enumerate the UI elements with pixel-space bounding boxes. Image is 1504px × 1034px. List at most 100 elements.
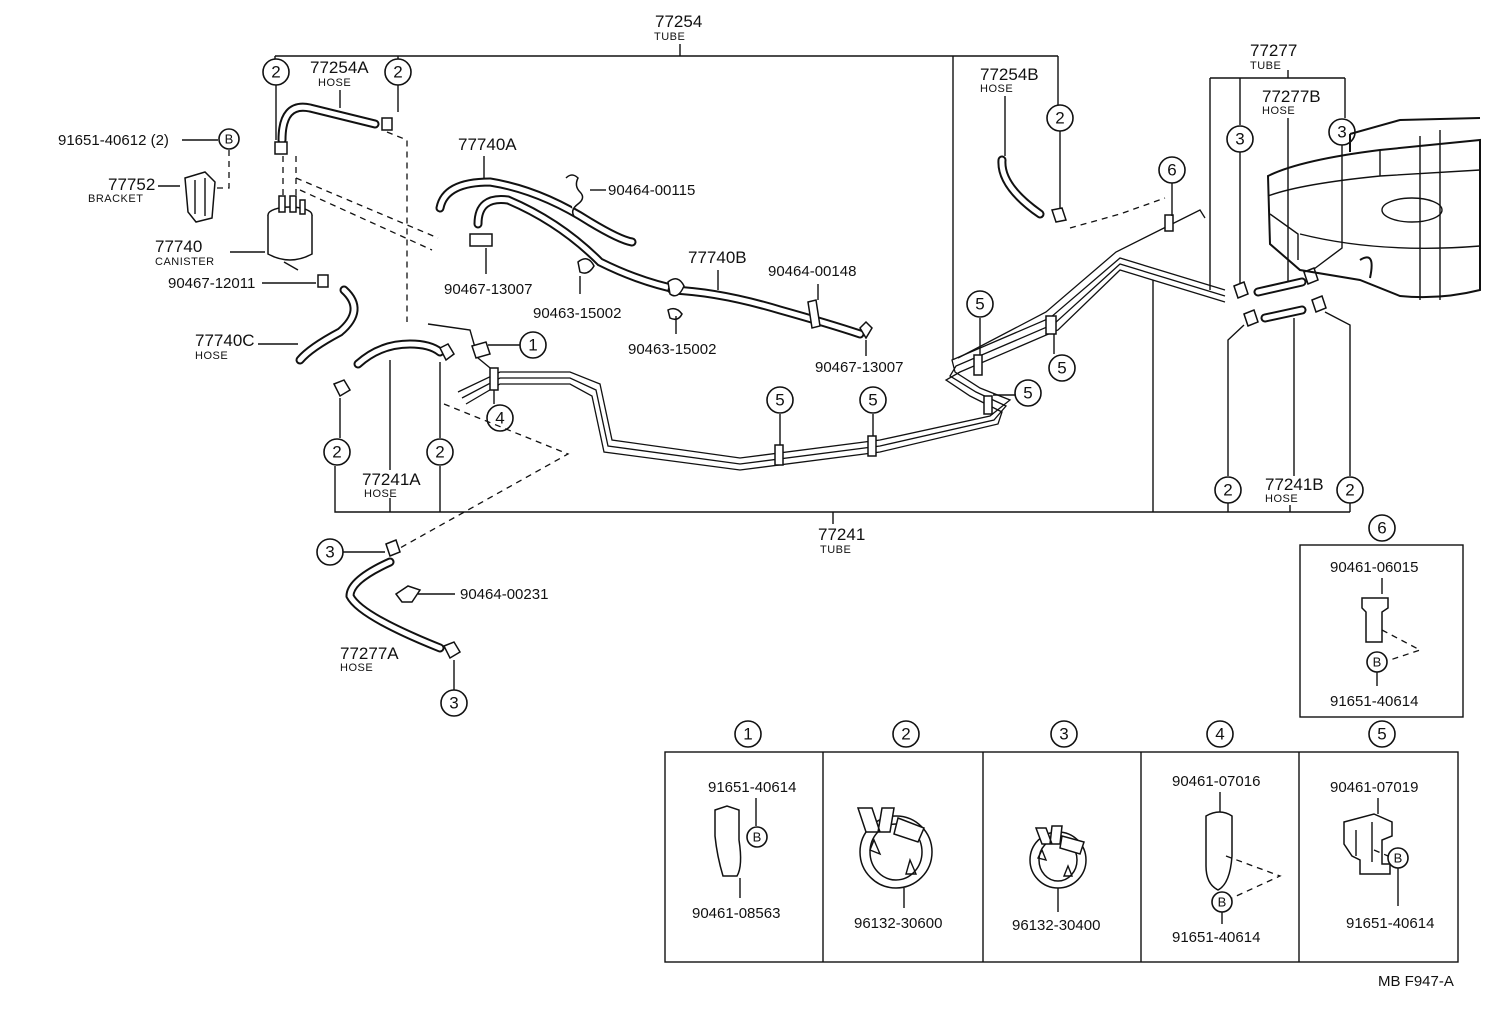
label-77740C: 77740C bbox=[195, 331, 255, 350]
detail-5-part-top: 90461-07019 bbox=[1330, 779, 1418, 796]
callout-3-text: 3 bbox=[325, 543, 334, 562]
detail-6-part-bottom: 91651-40614 bbox=[1330, 693, 1418, 710]
detail-box-6 bbox=[1299, 544, 1464, 718]
detail-6-part-top: 90461-06015 bbox=[1330, 559, 1418, 576]
callout-2 bbox=[1214, 476, 1242, 504]
detail-1-number bbox=[734, 720, 762, 748]
callout-2-text: 2 bbox=[332, 443, 341, 462]
detail-6-number-text: 6 bbox=[1377, 519, 1386, 538]
clamp-5 bbox=[774, 444, 784, 466]
label-90467-13007-a: 90467-13007 bbox=[444, 281, 532, 298]
bolt-b-text: B bbox=[225, 132, 234, 147]
detail-4-part-top: 90461-07016 bbox=[1172, 773, 1260, 790]
detail-2-number bbox=[892, 720, 920, 748]
label-77740-sub: CANISTER bbox=[155, 256, 215, 268]
label-77740C-sub: HOSE bbox=[195, 350, 228, 362]
clip-90464-00148 bbox=[807, 299, 821, 329]
label-77241-sub: TUBE bbox=[820, 544, 851, 556]
label-77241: 77241 bbox=[818, 525, 865, 544]
bolt-b-text: B bbox=[753, 830, 762, 845]
label-77277A-sub: HOSE bbox=[340, 662, 373, 674]
detail-1-clamp bbox=[714, 805, 742, 877]
fuel-tank-shape bbox=[1266, 117, 1481, 300]
callout-5 bbox=[766, 386, 794, 414]
detail-3-number-text: 3 bbox=[1059, 725, 1068, 744]
label-77752: 77752 bbox=[108, 175, 155, 194]
label-77740: 77740 bbox=[155, 237, 202, 256]
label-90464-00115: 90464-00115 bbox=[608, 182, 695, 199]
clip-90463-15002-a bbox=[577, 258, 595, 274]
detail-4-clamp bbox=[1205, 811, 1233, 891]
callout-2 bbox=[426, 438, 454, 466]
detail-6-number bbox=[1368, 514, 1396, 542]
clamp-6 bbox=[1164, 214, 1174, 232]
detail-table: 1 2 3 4 5 91651-40614 B 90461-08563 9613… bbox=[664, 720, 1459, 963]
label-77241B: 77241B bbox=[1265, 475, 1324, 494]
callout-2-text: 2 bbox=[435, 443, 444, 462]
callout-2-text: 2 bbox=[1223, 481, 1232, 500]
bolt-b-text: B bbox=[1394, 851, 1403, 866]
label-77254B-sub: HOSE bbox=[980, 83, 1013, 95]
bolt-b-marker bbox=[218, 128, 240, 150]
callout-3-text: 3 bbox=[1337, 123, 1346, 142]
label-77241B-sub: HOSE bbox=[1265, 493, 1298, 505]
callout-5-text: 5 bbox=[1023, 384, 1032, 403]
bolt-b-marker bbox=[746, 826, 768, 848]
label-90467-13007-b: 90467-13007 bbox=[815, 359, 903, 376]
label-77241A: 77241A bbox=[362, 470, 421, 489]
callout-5 bbox=[1014, 379, 1042, 407]
detail-5-clamp bbox=[1343, 813, 1393, 875]
label-90463-15002-a: 90463-15002 bbox=[533, 305, 621, 322]
label-90464-00148: 90464-00148 bbox=[768, 263, 856, 280]
callout-5-text: 5 bbox=[775, 391, 784, 410]
callout-2-text: 2 bbox=[271, 63, 280, 82]
label-77740A: 77740A bbox=[458, 135, 517, 154]
clamp-5 bbox=[1045, 315, 1057, 335]
detail-2-number-text: 2 bbox=[901, 725, 910, 744]
label-77254: 77254 bbox=[655, 12, 702, 31]
detail-1-part-bottom: 90461-08563 bbox=[692, 905, 780, 922]
detail-4-part-bottom: 91651-40614 bbox=[1172, 929, 1260, 946]
callout-5 bbox=[966, 290, 994, 318]
clip-90464-00115 bbox=[565, 174, 584, 217]
detail-4-number bbox=[1206, 720, 1234, 748]
clip-90463-15002-b bbox=[667, 278, 685, 321]
callout-1-text: 1 bbox=[528, 336, 537, 355]
label-77254A: 77254A bbox=[310, 58, 369, 77]
callout-2 bbox=[323, 438, 351, 466]
label-90464-00231: 90464-00231 bbox=[460, 586, 548, 603]
detail-5-number-text: 5 bbox=[1377, 725, 1386, 744]
label-77277-sub: TUBE bbox=[1250, 60, 1281, 72]
detail-3-hose-clamp bbox=[1029, 825, 1087, 889]
clip-90467-13007-b bbox=[859, 320, 873, 340]
label-90467-12011: 90467-12011 bbox=[168, 275, 255, 292]
label-77277: 77277 bbox=[1250, 41, 1297, 60]
detail-1-part-top: 91651-40614 bbox=[708, 779, 796, 796]
clamp-5 bbox=[983, 395, 993, 415]
label-91651-40612: 91651-40612 (2) bbox=[58, 132, 169, 149]
label-77277B-sub: HOSE bbox=[1262, 105, 1295, 117]
callout-3-text: 3 bbox=[449, 694, 458, 713]
detail-3-number bbox=[1050, 720, 1078, 748]
label-77254-sub: TUBE bbox=[654, 31, 685, 43]
callout-2-text: 2 bbox=[1345, 481, 1354, 500]
detail-2-hose-clamp bbox=[856, 807, 933, 889]
diagram-code: MB F947-A bbox=[1378, 973, 1454, 990]
label-77241A-sub: HOSE bbox=[364, 488, 397, 500]
detail-5-part-bottom: 91651-40614 bbox=[1346, 915, 1434, 932]
callout-5 bbox=[859, 386, 887, 414]
main-tube-bundle bbox=[457, 209, 1226, 471]
detail-6-clamp bbox=[1361, 597, 1389, 643]
label-77277A: 77277A bbox=[340, 644, 399, 663]
canister-77740-shape bbox=[267, 195, 313, 271]
detail-4-number-text: 4 bbox=[1215, 725, 1224, 744]
callout-1 bbox=[519, 331, 547, 359]
label-77277B: 77277B bbox=[1262, 87, 1321, 106]
callout-2-text: 2 bbox=[1055, 109, 1064, 128]
callout-4-text: 4 bbox=[495, 409, 504, 428]
label-77254A-sub: HOSE bbox=[318, 77, 351, 89]
callout-5-text: 5 bbox=[1057, 359, 1066, 378]
clip-90467-13007-a bbox=[469, 233, 493, 247]
callout-2-text: 2 bbox=[393, 63, 402, 82]
